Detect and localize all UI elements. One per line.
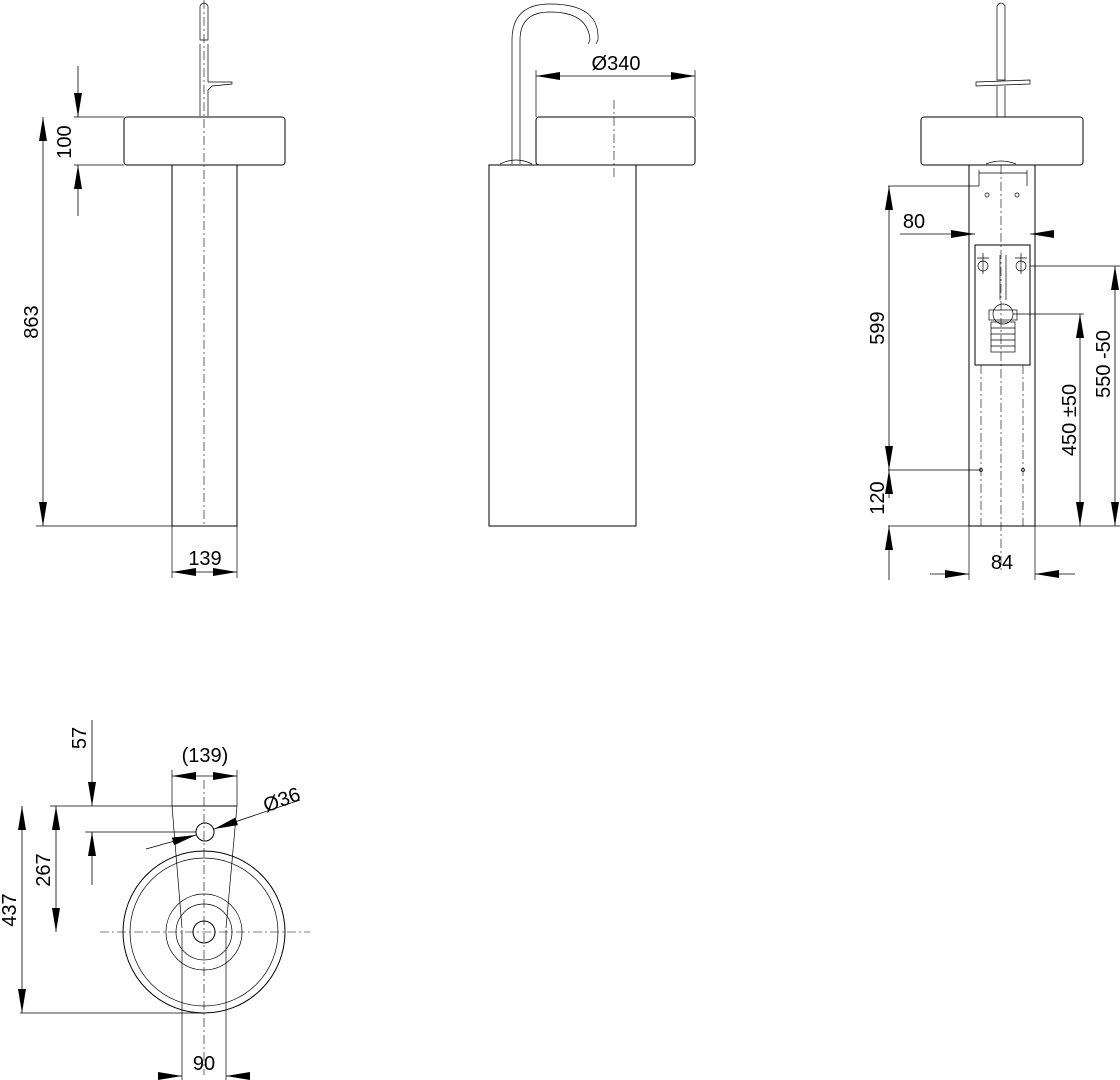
back-column bbox=[968, 164, 1036, 527]
dim-top-hole-diameter: Ø36 bbox=[260, 784, 303, 818]
back-top-bracket bbox=[978, 170, 1028, 186]
dim-back-column-width: 84 bbox=[991, 552, 1013, 574]
side-column bbox=[488, 164, 637, 527]
dim-front-column-width: 139 bbox=[188, 548, 221, 570]
supply-valve-left bbox=[977, 253, 989, 274]
top-view: 57 (139) Ø36 267 437 90 bbox=[0, 720, 310, 1080]
dim-top-setback: 57 bbox=[69, 727, 91, 749]
dim-back-panel-height: 599 bbox=[867, 311, 889, 344]
back-mounting-panel bbox=[974, 244, 1031, 366]
dim-back-top-offset: 80 bbox=[903, 211, 925, 233]
back-view: 80 599 120 84 450 ±50 550 -50 bbox=[867, 2, 1120, 580]
dim-back-supply-height: 550 -50 bbox=[1093, 330, 1115, 398]
dim-top-total-depth: 437 bbox=[0, 893, 21, 926]
dim-front-basin-height: 100 bbox=[54, 125, 76, 158]
supply-valve-right bbox=[1015, 253, 1027, 274]
dim-front-total-height: 863 bbox=[21, 305, 43, 338]
top-faucet-hole bbox=[195, 822, 215, 842]
dim-top-column-width: (139) bbox=[182, 745, 229, 767]
drain-trap bbox=[988, 255, 1018, 353]
side-faucet bbox=[511, 3, 599, 164]
back-faucet bbox=[996, 2, 1006, 81]
side-view: Ø340 bbox=[488, 3, 696, 527]
side-basin bbox=[535, 116, 696, 166]
dim-back-drain-height: 450 ±50 bbox=[1059, 384, 1081, 456]
dim-top-drain-diameter: 90 bbox=[193, 1053, 215, 1075]
front-view: 100 863 139 bbox=[21, 0, 286, 578]
dim-back-bottom-offset: 120 bbox=[867, 481, 889, 514]
back-basin bbox=[920, 116, 1084, 166]
front-faucet bbox=[199, 2, 209, 41]
front-column bbox=[171, 164, 238, 527]
front-basin bbox=[123, 116, 286, 166]
dim-top-hole-to-drain: 267 bbox=[33, 853, 55, 886]
dim-side-basin-diameter: Ø340 bbox=[592, 53, 641, 75]
